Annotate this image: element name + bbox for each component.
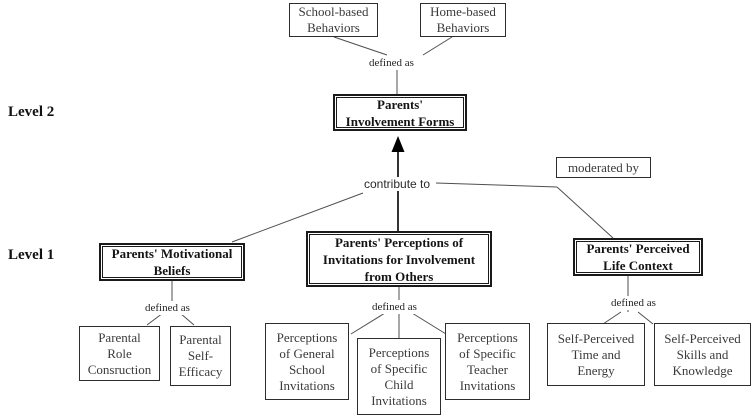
node-parents-motivational-beliefs: Parents' Motivational Beliefs: [99, 243, 245, 281]
node-parental-role-construction: Parental Role Consruction: [79, 326, 160, 381]
edge-contribute-to-bend: [435, 182, 558, 188]
node-parents-involvement-forms: Parents' Involvement Forms: [333, 94, 467, 131]
edge-bend-to-lifecontext: [556, 186, 614, 239]
arrowhead-icon: [391, 136, 405, 152]
edge-definedas-to-teacher: [411, 312, 447, 335]
level-2-label: Level 2: [8, 104, 55, 120]
edge-definedas-to-generalschool: [350, 312, 386, 335]
defined-as-label-middle: defined as: [369, 300, 420, 314]
node-specific-teacher-invitations: Perceptions of Specific Teacher Invitati…: [445, 323, 530, 400]
node-moderated-by: moderated by: [556, 157, 651, 178]
edge-definedas-to-selfefficacy: [179, 312, 195, 326]
node-specific-child-invitations: Perceptions of Specific Child Invitation…: [357, 338, 441, 415]
node-parents-perceived-life-context: Parents' Perceived Life Context: [573, 238, 703, 276]
edge-definedas-to-timeenergy: [602, 311, 622, 325]
edge-home-to-definedas: [422, 36, 453, 56]
contribute-to-label: contribute to: [361, 177, 434, 191]
edge-school-to-definedas: [333, 36, 388, 56]
node-home-based-behaviors: Home-based Behaviors: [420, 3, 506, 37]
node-parental-self-efficacy: Parental Self- Efficacy: [170, 326, 231, 386]
level-1-label: Level 1: [8, 247, 55, 263]
edge-definedas-to-skills: [637, 311, 654, 325]
node-general-school-invitations: Perceptions of General School Invitation…: [265, 323, 349, 400]
node-time-and-energy: Self-Perceived Time and Energy: [547, 323, 645, 386]
edge-contribute-to-beliefs: [231, 192, 364, 243]
node-school-based-behaviors: School-based Behaviors: [289, 3, 378, 37]
defined-as-label-right: defined as: [608, 296, 659, 310]
defined-as-label-top: defined as: [366, 56, 417, 70]
node-parents-perceptions-of-invitations: Parents' Perceptions of Invitations for …: [306, 231, 492, 287]
defined-as-label-left: defined as: [142, 301, 193, 315]
edge-definedas-to-role: [146, 312, 164, 326]
node-skills-and-knowledge: Self-Perceived Skills and Knowledge: [654, 323, 751, 386]
